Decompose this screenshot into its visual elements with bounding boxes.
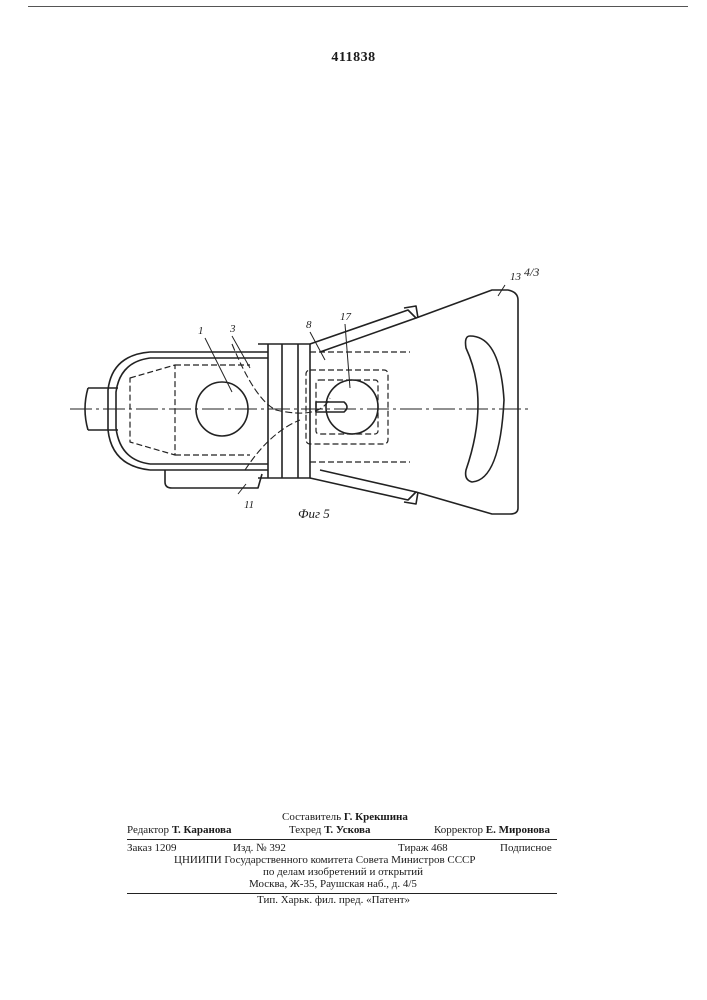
label-1: 1 [198,325,204,337]
org-line-3: Москва, Ж-35, Раушская наб., д. 4/5 [249,878,417,890]
label-4-3: 4/3 [524,265,539,279]
figure-caption: Фиг 5 [298,506,330,522]
inner-box [306,352,410,462]
label-3: 3 [229,323,236,335]
part-number-labels: 1 3 8 17 13 4/3 11 [198,265,539,511]
issue-number: Изд. № 392 [233,842,286,854]
label-17: 17 [340,311,352,323]
compiler-line: Составитель Г. Крекшина [282,811,408,823]
leaders [205,285,505,494]
org-line-2: по делам изобретений и открытий [263,866,423,878]
bracket-11 [165,470,262,488]
pin-slot [316,402,347,412]
inner-cone [130,365,250,455]
technical-drawing-fig5: 1 3 8 17 13 4/3 11 [0,0,707,560]
circulation: Тираж 468 [398,842,448,854]
corrector-line: Корректор Е. Миронова [434,824,550,836]
hole-right [326,380,378,434]
label-13: 13 [510,271,522,283]
org-line-1: ЦНИИПИ Государственного комитета Совета … [174,854,476,866]
subscription: Подписное [500,842,552,854]
editor-line: Редактор Т. Каранова [127,824,232,836]
order-number: Заказ 1209 [127,842,177,854]
handle-plate [416,290,518,514]
label-11: 11 [244,499,254,511]
techred-line: Техред Т. Ускова [289,824,371,836]
imprint-rule-top [127,839,557,840]
printer-line: Тип. Харьк. фил. пред. «Патент» [257,894,410,906]
label-8: 8 [306,319,312,331]
